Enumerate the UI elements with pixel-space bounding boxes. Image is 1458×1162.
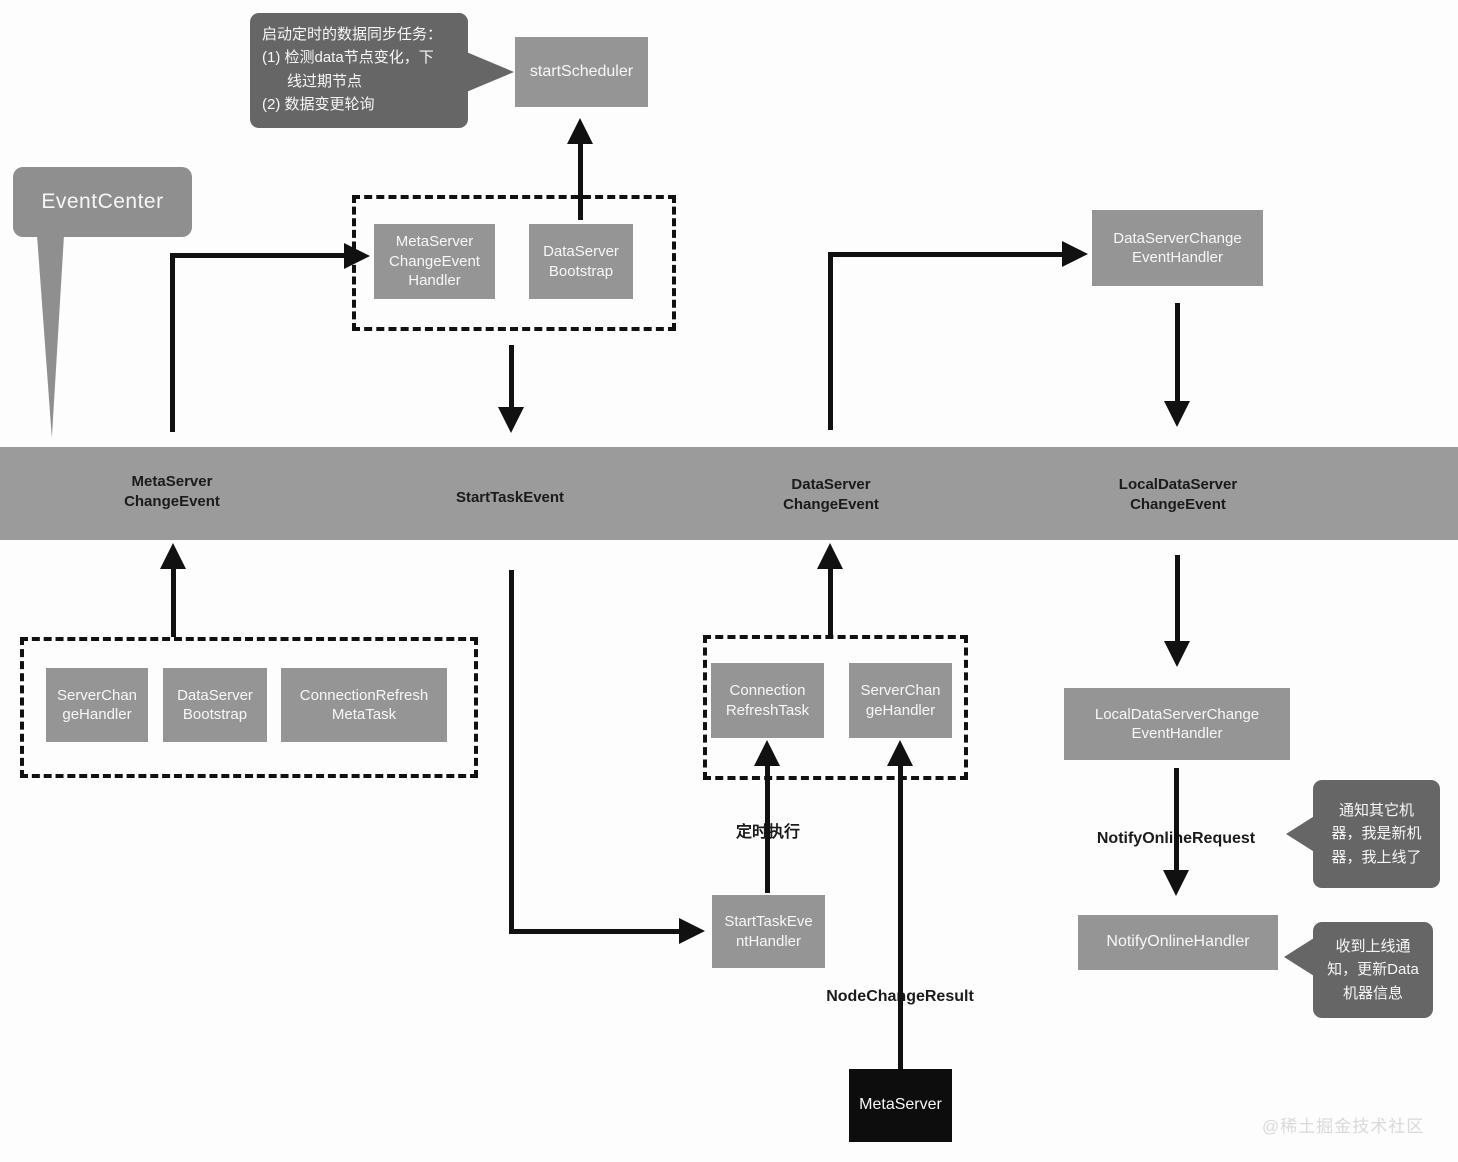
arrow-start-task-head xyxy=(679,918,705,944)
arrow-notify-online-head xyxy=(1163,870,1189,896)
bar-label-start-task-event: StartTaskEvent xyxy=(455,489,565,506)
local-data-server-change-event-handler-box: LocalDataServerChange EventHandler xyxy=(1064,688,1290,760)
scheduler-note-callout-tail xyxy=(464,51,514,93)
arrow-publish-start-task-line xyxy=(509,345,514,409)
arrow-node-change-result-head xyxy=(887,740,913,766)
data-server-bootstrap-top-box: DataServer Bootstrap xyxy=(529,224,633,299)
notify-online-note-callout: 通知其它机 器，我是新机 器，我上线了 xyxy=(1313,780,1440,888)
arrow-mid-group-to-bar-head xyxy=(817,543,843,569)
event-center-pointer-tail xyxy=(37,235,64,438)
arrow-meta-event-right-line xyxy=(170,253,346,258)
data-subscriber-group-dashed-box xyxy=(703,635,968,780)
arrow-local-event-down-line xyxy=(1175,555,1180,643)
online-received-note-callout: 收到上线通 知，更新Data 机器信息 xyxy=(1313,922,1433,1018)
data-server-change-event-handler-box: DataServerChange EventHandler xyxy=(1092,210,1263,286)
arrow-node-change-result-line xyxy=(898,764,903,1069)
bar-label-meta-server-change-event: MetaServer ChangeEvent xyxy=(124,473,220,511)
arrow-bootstrap-to-scheduler-head xyxy=(567,118,593,144)
event-center-box: EventCenter xyxy=(13,167,192,237)
arrow-start-task-down-line xyxy=(509,570,514,931)
arrow-data-event-right-line xyxy=(828,252,1064,257)
notify-online-handler-box: NotifyOnlineHandler xyxy=(1078,915,1278,970)
connection-refresh-task-box: Connection RefreshTask xyxy=(711,663,824,738)
event-bus-bar xyxy=(0,447,1458,540)
meta-server-change-event-handler-box: MetaServer ChangeEvent Handler xyxy=(374,224,495,299)
watermark-text: @稀土掘金技术社区 xyxy=(1262,1117,1425,1136)
arrow-scheduled-run-line xyxy=(765,764,770,893)
meta-server-box: MetaServer xyxy=(849,1069,952,1142)
arrow-scheduled-run-head xyxy=(754,740,780,766)
arrow-meta-event-head xyxy=(344,243,370,269)
connection-refresh-meta-task-box: ConnectionRefresh MetaTask xyxy=(281,668,447,742)
arrow-left-group-to-bar-head xyxy=(160,543,186,569)
notify-online-note-callout-tail xyxy=(1286,815,1316,853)
arrow-meta-event-up-line xyxy=(170,255,175,432)
arrow-data-event-up-line xyxy=(828,254,833,430)
scheduler-note-callout: 启动定时的数据同步任务： (1) 检测data节点变化，下 线过期节点 (2) … xyxy=(250,13,468,128)
arrow-publish-local-event-head xyxy=(1164,401,1190,427)
online-received-note-callout-tail xyxy=(1284,938,1314,976)
arrow-mid-group-to-bar-line xyxy=(828,567,833,635)
arrow-publish-start-task-head xyxy=(498,407,524,433)
arrow-notify-online-line xyxy=(1174,768,1179,872)
arrow-publish-local-event-line xyxy=(1175,303,1180,403)
start-task-event-handler-box: StartTaskEve ntHandler xyxy=(712,895,825,968)
arrow-start-task-right-line xyxy=(509,929,681,934)
bar-label-local-data-server-change-event: LocalDataServer ChangeEvent xyxy=(1118,476,1238,514)
arrow-left-group-to-bar-line xyxy=(171,567,176,637)
server-change-handler-left-box: ServerChan geHandler xyxy=(46,668,148,742)
arrow-data-event-head xyxy=(1062,241,1088,267)
data-server-bootstrap-left-box: DataServer Bootstrap xyxy=(163,668,267,742)
meta-subscriber-group-dashed-box xyxy=(20,637,478,778)
arrow-bootstrap-to-scheduler-line xyxy=(578,142,583,220)
start-scheduler-box: startScheduler xyxy=(515,37,648,107)
arrow-local-event-down-head xyxy=(1164,641,1190,667)
bar-label-data-server-change-event: DataServer ChangeEvent xyxy=(783,476,879,514)
server-change-handler-mid-box: ServerChan geHandler xyxy=(849,663,952,738)
